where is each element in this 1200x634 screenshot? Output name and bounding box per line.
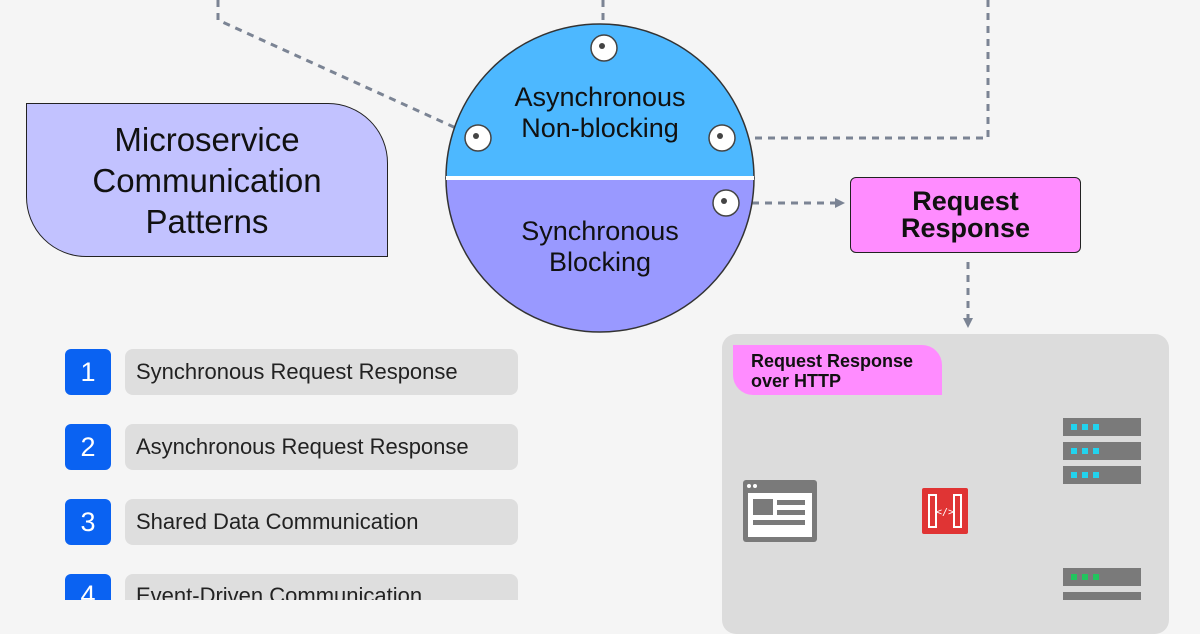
pattern-label-3: Shared Data Communication <box>125 499 518 545</box>
pattern-number-4: 4 <box>65 574 111 600</box>
request-response-line-2: Response <box>900 213 1031 243</box>
async-label-line-1: Asynchronous <box>514 82 686 112</box>
title-line-1: Microservice <box>114 120 300 158</box>
title-line-3: Patterns <box>145 202 269 240</box>
sync-label-line-1: Synchronous <box>521 216 679 246</box>
title-line-2: Communication <box>92 161 322 199</box>
pattern-label-1: Synchronous Request Response <box>125 349 518 395</box>
pattern-label-4: Event-Driven Communication <box>125 574 518 600</box>
request-response-line-1: Request <box>912 186 1019 216</box>
knob-right <box>708 124 736 152</box>
knob-sync <box>712 189 740 217</box>
sync-half <box>445 177 755 333</box>
async-half <box>445 23 755 179</box>
knob-left <box>464 124 492 152</box>
knob-top <box>590 34 618 62</box>
connector-knobs <box>464 34 740 217</box>
http-panel-tag: Request Response over HTTP <box>733 345 942 395</box>
connector-right <box>722 0 990 140</box>
connector-topleft <box>216 0 479 140</box>
diagram-title: Microservice Communication Patterns <box>26 103 388 257</box>
pattern-label-2: Asynchronous Request Response <box>125 424 518 470</box>
async-label-line-2: Non-blocking <box>521 113 679 143</box>
communication-style-circle <box>445 23 755 333</box>
http-tag-line-2: over HTTP <box>751 371 842 391</box>
pattern-number-2: 2 <box>65 424 111 470</box>
sync-label-line-2: Blocking <box>548 247 652 277</box>
http-tag-line-1: Request Response <box>751 351 914 371</box>
pattern-number-1: 1 <box>65 349 111 395</box>
sync-label: Synchronous Blocking <box>480 216 720 278</box>
async-label: Asynchronous Non-blocking <box>480 82 720 144</box>
pattern-number-3: 3 <box>65 499 111 545</box>
diagram-canvas <box>216 0 1061 600</box>
request-response-box: Request Response <box>850 177 1081 253</box>
